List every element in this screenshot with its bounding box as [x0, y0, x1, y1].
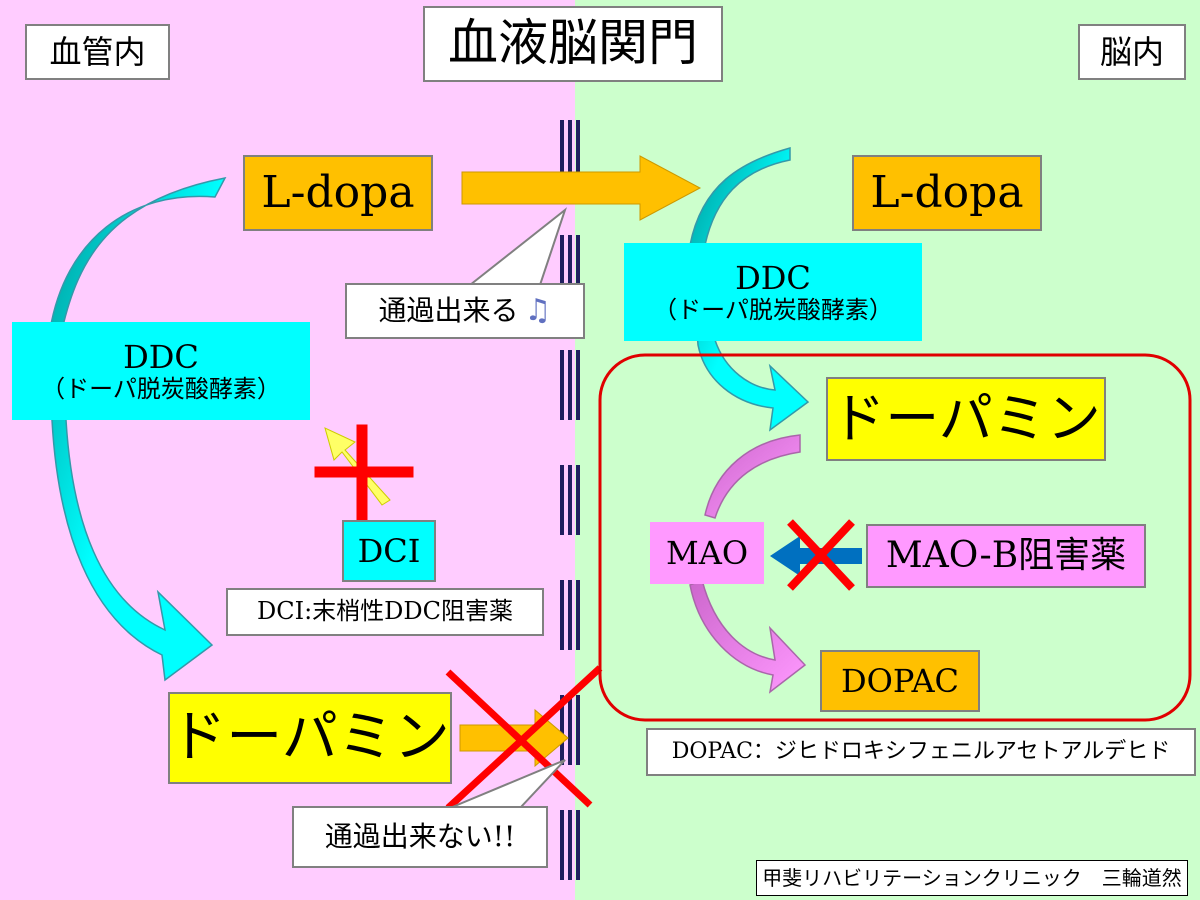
dopamine-left: ドーパミン — [168, 692, 452, 784]
block-cross-icon — [314, 424, 414, 521]
bubble-no-pointer — [449, 759, 566, 809]
barrier-line — [560, 120, 580, 900]
ddc-left: DDC （ドーパ脱炭酸酵素） — [12, 322, 310, 420]
ddc-right: DDC （ドーパ脱炭酸酵素） — [624, 243, 922, 341]
bubble-yes: 通過出来る ♫ — [345, 283, 585, 339]
dopamine-to-mao-arrow — [704, 434, 801, 519]
credit: 甲斐リハビリテーションクリニック 三輪道然 — [756, 860, 1188, 896]
music-note-icon: ♫ — [524, 292, 552, 328]
dopac-box: DOPAC — [820, 650, 980, 712]
maob-inhibitor-box: MAO-B阻害薬 — [866, 524, 1146, 588]
mao-box: MAO — [650, 522, 764, 584]
bubble-no: 通過出来ない!! — [292, 806, 548, 868]
ldopa-right: L-dopa — [852, 155, 1042, 231]
dopamine-right: ドーパミン — [826, 377, 1106, 461]
page-title: 血液脳関門 — [423, 6, 723, 82]
ldopa-left: L-dopa — [243, 155, 433, 231]
dci-note: DCI:末梢性DDC阻害薬 — [226, 588, 544, 636]
brain-metabolism-frame — [598, 353, 1192, 722]
block-x-icon — [787, 519, 855, 591]
blocked-x-icon — [445, 665, 603, 811]
dopac-note: DOPAC：ジヒドロキシフェニルアセトアルデヒド — [646, 728, 1196, 776]
left-conversion-arrow — [49, 176, 227, 682]
right-conversion-arrow — [689, 147, 810, 432]
vessel-label: 血管内 — [25, 24, 170, 80]
brain-label: 脳内 — [1078, 24, 1186, 80]
transport-arrow — [461, 155, 702, 221]
bubble-yes-pointer — [467, 207, 568, 286]
dci-box: DCI — [342, 520, 436, 582]
mao-to-dopac-arrow — [689, 578, 807, 694]
